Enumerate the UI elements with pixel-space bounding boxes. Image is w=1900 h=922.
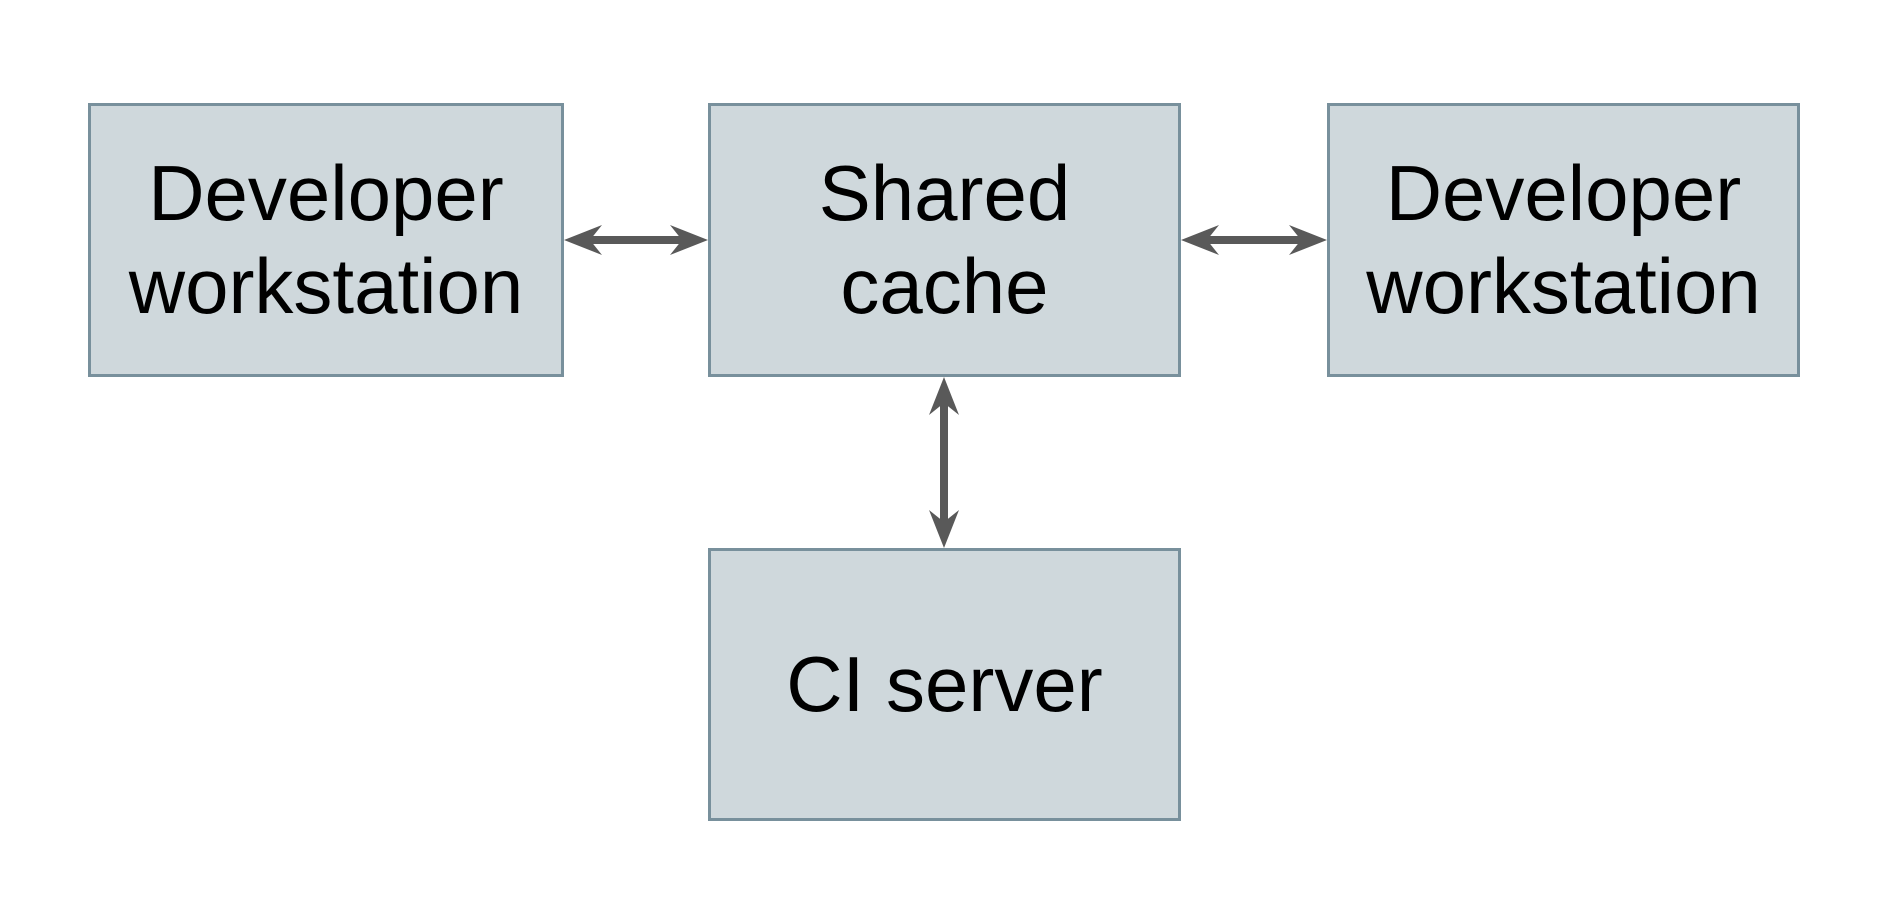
node-label: CI server <box>786 638 1102 731</box>
node-label: Shared cache <box>819 147 1071 333</box>
node-shared-cache: Shared cache <box>708 103 1181 377</box>
node-label-line: workstation <box>1366 242 1761 330</box>
node-label-line: cache <box>840 242 1049 330</box>
double-arrow-cache-right-workstation-icon <box>1181 225 1327 255</box>
node-label: Developer workstation <box>1366 147 1761 333</box>
node-label-line: Shared <box>818 149 1071 237</box>
node-label: Developer workstation <box>129 147 524 333</box>
node-label-line: CI server <box>786 640 1103 728</box>
node-ci-server: CI server <box>708 548 1181 821</box>
node-label-line: workstation <box>128 242 524 330</box>
node-label-line: Developer <box>1385 149 1742 237</box>
double-arrow-cache-ci-server-icon <box>929 377 959 548</box>
double-arrow-left-workstation-cache-icon <box>564 225 708 255</box>
node-developer-workstation-right: Developer workstation <box>1327 103 1800 377</box>
node-developer-workstation-left: Developer workstation <box>88 103 564 377</box>
node-label-line: Developer <box>148 149 504 237</box>
